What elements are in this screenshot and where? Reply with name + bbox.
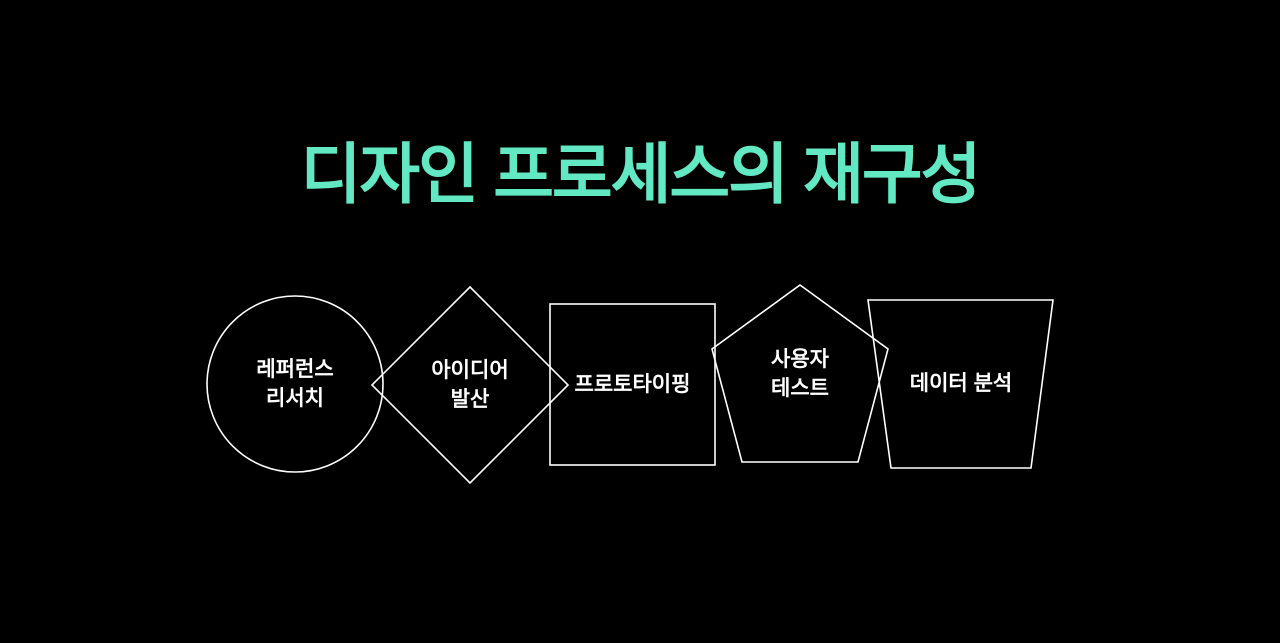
page-title: 디자인 프로세스의 재구성 [300, 137, 982, 211]
diagram-node-data-analysis: 데이터 분석 [865, 298, 1057, 470]
diagram-node-reference-research: 레퍼런스 리서치 [205, 294, 385, 474]
pentagon-shape-icon [711, 284, 889, 463]
square-shape-icon [549, 303, 716, 466]
diagram-node-prototyping: 프로토타이핑 [549, 303, 716, 466]
trapezoid-shape-icon [867, 299, 1054, 469]
diagram-node-idea-divergence: 아이디어 발산 [370, 285, 570, 485]
diamond-shape-icon [370, 285, 570, 485]
diagram-node-user-test: 사용자 테스트 [710, 283, 890, 465]
circle-shape-icon [206, 295, 384, 473]
